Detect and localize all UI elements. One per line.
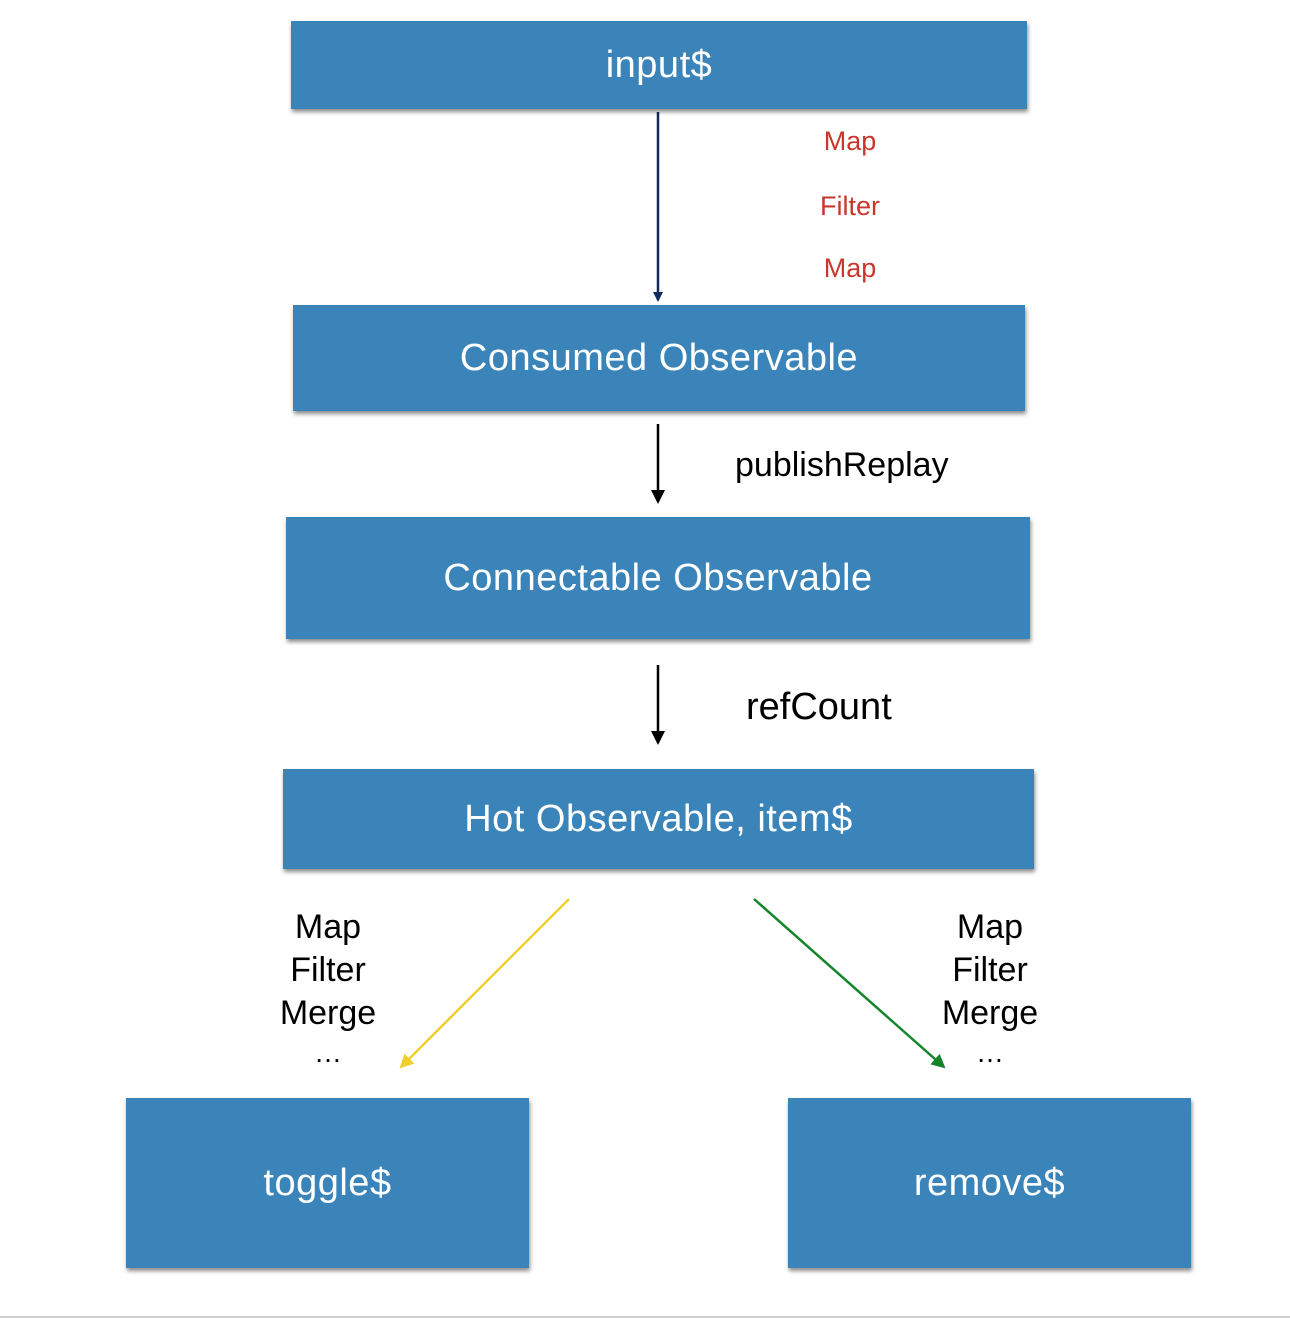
- operator-label-map-2: Map: [823, 253, 877, 283]
- node-remove-label: remove$: [913, 1161, 1066, 1204]
- arrow-hot-to-remove: [753, 898, 946, 1069]
- operator-stack-remove-map: Map: [956, 908, 1024, 946]
- node-hot-observable: Hot Observable, item$: [283, 769, 1034, 869]
- node-consumed-observable-label: Consumed Observable: [459, 336, 859, 379]
- operator-stack-remove-filter: Filter: [952, 951, 1028, 989]
- operator-stack-remove-merge: Merge: [941, 994, 1039, 1032]
- node-hot-observable-label: Hot Observable, item$: [464, 797, 853, 840]
- operator-label-publish-replay: publishReplay: [735, 446, 949, 484]
- operator-label-ref-count: refCount: [746, 686, 892, 728]
- node-connectable-observable: Connectable Observable: [286, 517, 1030, 639]
- node-consumed-observable: Consumed Observable: [293, 305, 1025, 411]
- node-connectable-observable-label: Connectable Observable: [443, 556, 873, 599]
- node-input: input$: [291, 21, 1027, 109]
- operator-stack-toggle-merge: Merge: [279, 994, 377, 1032]
- operator-stack-toggle-ellipsis: …: [314, 1037, 342, 1068]
- operator-stack-toggle-filter: Filter: [290, 951, 366, 989]
- bottom-divider: [0, 1316, 1290, 1318]
- operator-stack-remove-ellipsis: …: [976, 1037, 1004, 1068]
- node-remove: remove$: [788, 1098, 1191, 1268]
- operator-stack-remove: Map Filter Merge …: [920, 906, 1060, 1071]
- arrow-hot-to-toggle: [399, 898, 570, 1069]
- node-input-label: input$: [605, 43, 713, 86]
- operator-label-map-1: Map: [823, 126, 877, 156]
- operator-label-filter: Filter: [820, 191, 880, 221]
- operator-stack-toggle-map: Map: [294, 908, 362, 946]
- node-toggle: toggle$: [126, 1098, 529, 1268]
- operator-stack-toggle: Map Filter Merge …: [258, 906, 398, 1071]
- node-toggle-label: toggle$: [263, 1161, 392, 1204]
